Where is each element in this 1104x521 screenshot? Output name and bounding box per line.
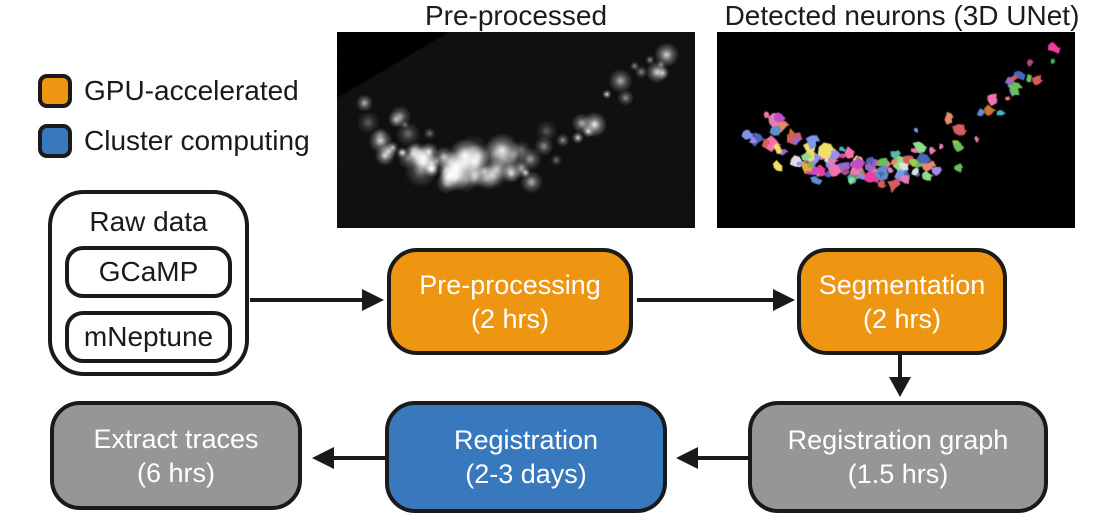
- arrow-head-left-icon: [676, 447, 698, 469]
- legend-swatch-gpu: [38, 74, 72, 108]
- arrow-head-right-icon: [773, 289, 795, 311]
- legend-label-cluster: Cluster computing: [84, 125, 310, 156]
- raw-data-label: Raw data: [89, 206, 208, 237]
- step-segmentation: Segmentation (2 hrs): [797, 248, 1007, 355]
- step-pre-processing-duration: (2 hrs): [470, 303, 549, 334]
- arrow-head-left-icon: [312, 447, 334, 469]
- arrow-head-down-icon: [889, 377, 911, 397]
- step-extract-traces-label: Extract traces: [93, 423, 259, 454]
- step-segmentation-duration: (2 hrs): [862, 303, 941, 334]
- legend-swatch-cluster: [38, 124, 72, 158]
- channel-mneptune-label: mNeptune: [83, 321, 214, 352]
- step-registration: Registration (2-3 days): [385, 401, 667, 513]
- step-extract-traces-duration: (6 hrs): [136, 457, 215, 488]
- raw-data-node: Raw data GCaMP mNeptune: [48, 190, 249, 376]
- legend-label-gpu: GPU-accelerated: [84, 75, 299, 106]
- step-registration-graph: Registration graph (1.5 hrs): [748, 401, 1048, 513]
- preprocessed-microscopy-image: [337, 32, 695, 228]
- step-segmentation-label: Segmentation: [818, 269, 986, 300]
- step-registration-graph-label: Registration graph: [787, 425, 1009, 455]
- arrow-line: [698, 456, 750, 460]
- step-registration-graph-duration: (1.5 hrs): [847, 459, 949, 489]
- arrow-head-right-icon: [362, 289, 384, 311]
- step-extract-traces: Extract traces (6 hrs): [50, 401, 302, 510]
- channel-gcamp-label: GCaMP: [98, 256, 199, 287]
- arrow-line: [898, 353, 902, 377]
- arrow-line: [637, 298, 773, 302]
- channel-gcamp-node: GCaMP: [65, 246, 232, 298]
- detected-image-title: Detected neurons (3D UNet): [724, 0, 1080, 31]
- channel-mneptune-node: mNeptune: [65, 311, 232, 363]
- step-pre-processing-label: Pre-processing: [419, 269, 601, 300]
- preprocessed-image-title: Pre-processed: [424, 0, 608, 31]
- step-registration-duration: (2-3 days): [465, 459, 587, 489]
- detected-neurons-image: [717, 32, 1075, 228]
- step-pre-processing: Pre-processing (2 hrs): [387, 248, 633, 355]
- step-registration-label: Registration: [453, 425, 599, 455]
- arrow-line: [250, 298, 362, 302]
- arrow-line: [334, 456, 387, 460]
